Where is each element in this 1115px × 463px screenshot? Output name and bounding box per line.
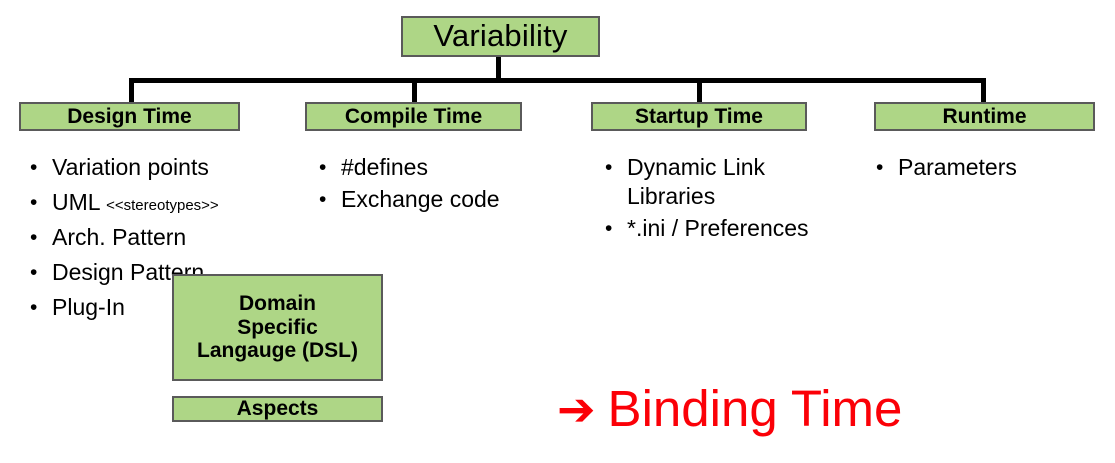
list-item: • Parameters — [872, 153, 1102, 182]
bullet-list-design-time: • Variation points • UML <<stereotypes>>… — [26, 153, 306, 328]
bullet-glyph-icon: • — [30, 226, 38, 249]
node-startup-time-label: Startup Time — [635, 104, 763, 128]
list-item: • Exchange code — [315, 185, 590, 214]
bullet-list-startup-time: • Dynamic Link Libraries • *.ini / Prefe… — [601, 153, 866, 246]
list-item-label: Dynamic Link Libraries — [627, 154, 766, 209]
list-item: • Variation points — [26, 153, 306, 185]
list-item-label: Parameters — [898, 154, 1017, 180]
bullet-glyph-icon: • — [30, 261, 38, 284]
bullet-list-runtime: • Parameters — [872, 153, 1102, 185]
connector-drop-runtime — [981, 78, 986, 103]
bullet-glyph-icon: • — [876, 156, 884, 179]
list-item-label: Variation points — [52, 154, 209, 180]
bullet-glyph-icon: • — [30, 191, 38, 214]
connector-drop-compile-time — [412, 78, 417, 103]
node-aspects-label: Aspects — [236, 397, 319, 421]
node-runtime[interactable]: Runtime — [874, 102, 1095, 131]
node-startup-time[interactable]: Startup Time — [591, 102, 807, 131]
connector-drop-startup-time — [697, 78, 702, 103]
list-item-label: *.ini / Preferences — [627, 215, 809, 241]
list-item: • Dynamic Link Libraries — [601, 153, 866, 211]
list-item-label: #defines — [341, 154, 428, 180]
node-domain-specific-language[interactable]: Domain Specific Langauge (DSL) — [172, 274, 383, 381]
node-design-time-label: Design Time — [67, 104, 192, 128]
bullet-glyph-icon: • — [319, 156, 327, 179]
bullet-glyph-icon: • — [605, 217, 613, 240]
bullet-glyph-icon: • — [30, 156, 38, 179]
bullet-glyph-icon: • — [319, 188, 327, 211]
list-item-label: Arch. Pattern — [52, 224, 187, 250]
list-item-label: Exchange code — [341, 186, 500, 212]
connector-drop-design-time — [129, 78, 134, 103]
right-arrow-icon: ➔ — [557, 381, 596, 436]
list-item: • #defines — [315, 153, 590, 182]
bullet-glyph-icon: • — [30, 296, 38, 319]
list-item: • Plug-In — [26, 293, 306, 325]
binding-time-label: Binding Time — [607, 380, 903, 437]
node-variability[interactable]: Variability — [401, 16, 600, 57]
list-item: • Arch. Pattern — [26, 223, 306, 255]
list-item-label: Plug-In — [52, 294, 125, 320]
list-item-label: UML <<stereotypes>> — [52, 189, 219, 215]
list-item: • *.ini / Preferences — [601, 214, 866, 243]
node-domain-specific-language-label: Domain Specific Langauge (DSL) — [197, 292, 358, 363]
node-runtime-label: Runtime — [942, 104, 1027, 128]
node-aspects[interactable]: Aspects — [172, 396, 383, 422]
bullet-list-compile-time: • #defines • Exchange code — [315, 153, 590, 217]
node-design-time[interactable]: Design Time — [19, 102, 240, 131]
connector-horizontal-bus — [129, 78, 986, 83]
list-item: • UML <<stereotypes>> — [26, 188, 306, 220]
binding-time-callout: ➔ Binding Time — [557, 383, 902, 434]
node-variability-label: Variability — [433, 18, 568, 54]
node-compile-time-label: Compile Time — [344, 104, 483, 128]
node-compile-time[interactable]: Compile Time — [305, 102, 522, 131]
bullet-glyph-icon: • — [605, 156, 613, 179]
connector-root-stem — [496, 57, 501, 81]
